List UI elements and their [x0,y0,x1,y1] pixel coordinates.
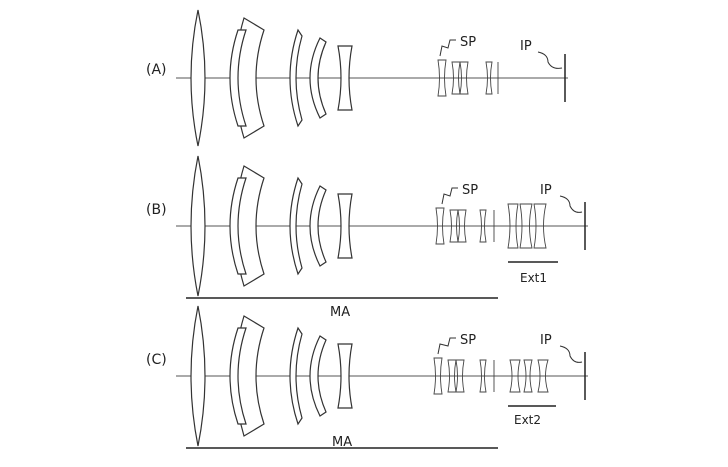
ext2-label: Ext2 [514,413,541,427]
lens-element-3-b [229,177,247,275]
lens-element-6-a [337,45,353,111]
row-label-a: (A) [146,62,167,78]
lens-element-1-a [190,9,206,147]
ext1-lens-1 [507,203,519,249]
ext2-lens-3 [537,359,549,393]
rear-lens-1-b [435,207,445,245]
ip-leader-c [559,345,583,363]
row-label-c: (C) [146,352,167,368]
ma-label-b: MA [330,305,350,320]
ext2-lens-2 [523,359,533,393]
ip-label-b: IP [540,183,552,198]
rear-lens-3-b [457,209,467,243]
configuration-c: (C) Ext2 SP IP MA [146,305,588,450]
ext1-label: Ext1 [520,271,547,285]
sp-leader-c [437,337,456,355]
ext1-lens-2 [519,203,533,249]
ip-label-a: IP [520,39,532,54]
configuration-b: (B) Ext1 SP IP MA [146,155,588,320]
ext2-lens-1 [509,359,521,393]
ip-label-c: IP [540,333,552,348]
rear-lens-1-a [437,59,447,97]
sp-leader-b [441,187,458,205]
configuration-a: (A) SP IP [146,9,568,147]
lens-element-6-c [337,343,353,409]
lens-element-4-a [289,28,303,128]
lens-element-4-b [289,176,303,276]
ma-label-c: MA [332,435,352,450]
rear-lens-3-c [455,359,465,393]
lens-element-6-b [337,193,353,259]
sp-label-b: SP [462,183,478,198]
rear-lens-3-a [459,61,469,95]
rear-lens-4-c [479,359,487,393]
rear-lens-4-b [479,209,487,243]
lens-element-5-b [309,185,327,267]
lens-element-1-c [190,305,206,447]
sp-leader-a [439,39,456,57]
lens-element-5-a [309,37,327,119]
rear-lens-1-c [433,357,443,395]
lens-element-3-c [229,327,247,425]
lens-element-3-a [229,29,247,127]
sp-label-c: SP [460,333,476,348]
sp-label-a: SP [460,35,476,50]
lens-element-1-b [190,155,206,297]
ip-leader-a [537,51,563,69]
rear-lens-4-a [485,61,493,95]
lens-element-5-c [309,335,327,417]
row-label-b: (B) [146,202,167,218]
lens-element-4-c [289,326,303,426]
ip-leader-b [559,195,583,213]
ext1-lens-3 [533,203,547,249]
